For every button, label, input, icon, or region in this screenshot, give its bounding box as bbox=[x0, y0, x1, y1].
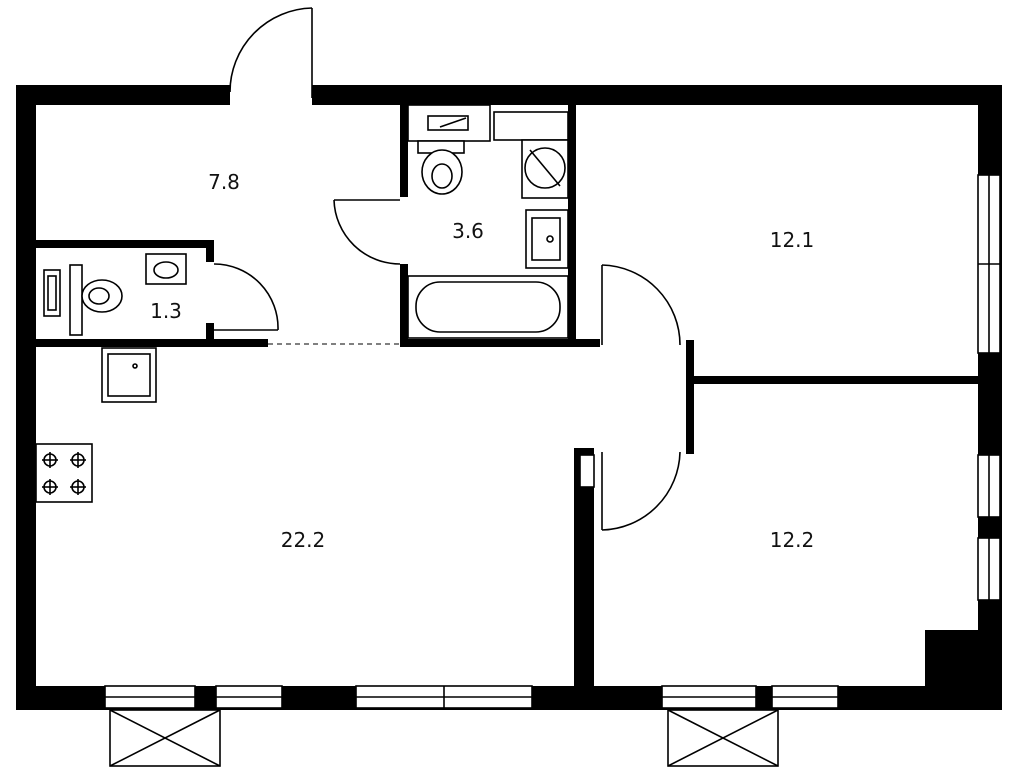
entrance-door bbox=[222, 7, 320, 105]
wc-fixtures bbox=[43, 253, 187, 336]
bedroom-2-door bbox=[601, 451, 681, 531]
area-label-hall: 7.8 bbox=[208, 170, 240, 194]
area-label-bedroom-1: 12.1 bbox=[770, 228, 815, 252]
bathroom-door bbox=[333, 199, 401, 265]
area-label-bedroom-2: 12.2 bbox=[770, 528, 815, 552]
interior-walls bbox=[36, 105, 978, 688]
windows-bottom bbox=[104, 685, 839, 709]
kitchen-fixtures bbox=[35, 347, 157, 503]
outer-walls bbox=[16, 85, 1002, 710]
wc-door bbox=[213, 263, 279, 331]
windows-right bbox=[977, 174, 1001, 601]
stove-burners bbox=[42, 452, 86, 495]
balconies bbox=[109, 709, 779, 767]
bedroom-1-door bbox=[601, 264, 681, 346]
bathroom-fixtures bbox=[407, 104, 569, 339]
area-label-living-kitchen: 22.2 bbox=[281, 528, 326, 552]
area-label-wc: 1.3 bbox=[150, 299, 182, 323]
area-label-bathroom: 3.6 bbox=[452, 219, 484, 243]
